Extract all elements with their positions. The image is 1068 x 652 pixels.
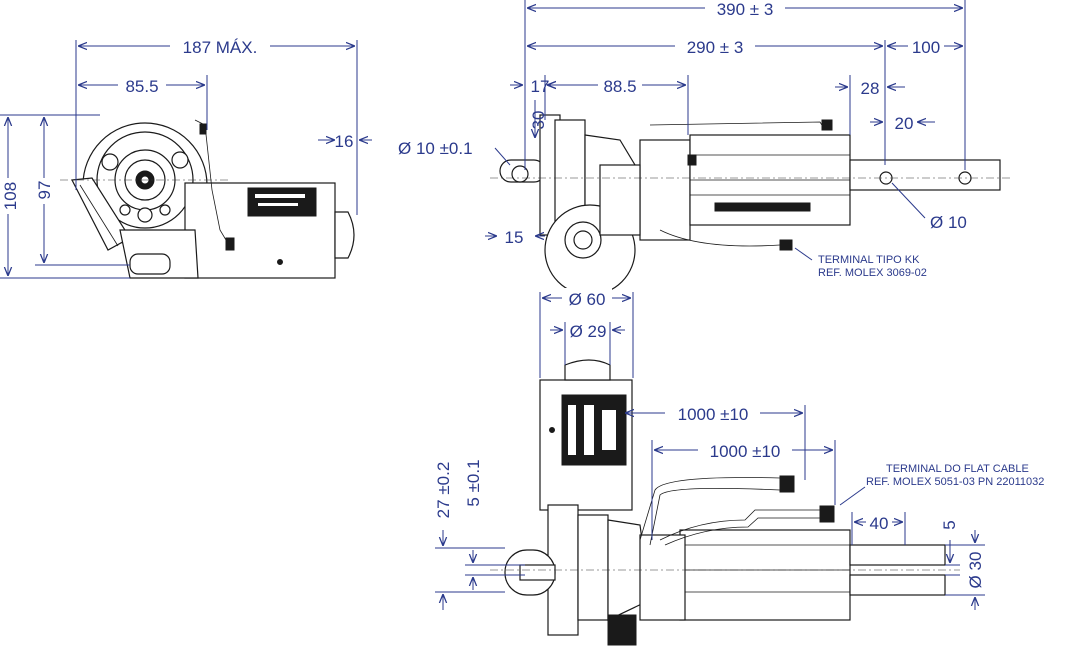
dim-88-5: 88.5 xyxy=(603,77,636,96)
dim-phi10: Ø 10 xyxy=(930,213,967,232)
dim-40: 40 xyxy=(870,514,889,533)
side-view-left xyxy=(60,119,355,279)
dim-phi30: Ø 30 xyxy=(966,552,985,589)
dim-97: 97 xyxy=(35,181,54,200)
bottom-view xyxy=(490,359,960,646)
left-dimensions: 187 MÁX. 85.5 108 97 16 xyxy=(0,35,372,279)
dim-100: 100 xyxy=(912,38,940,57)
dim-30-top: 30 xyxy=(529,111,548,130)
top-view xyxy=(490,114,1010,296)
note-terminal-flat-1: TERMINAL DO FLAT CABLE xyxy=(886,463,1029,475)
note-terminal-flat-2: REF. MOLEX 5051-03 PN 22011032 xyxy=(866,476,1044,488)
dim-17: 17 xyxy=(531,77,550,96)
dim-1000-b: 1000 ±10 xyxy=(710,442,781,461)
dim-187: 187 MÁX. xyxy=(183,38,258,57)
dim-5: 5 xyxy=(940,520,959,529)
note-terminal-kk-2: REF. MOLEX 3069-02 xyxy=(818,267,927,279)
dim-85-5: 85.5 xyxy=(125,77,158,96)
dim-20: 20 xyxy=(895,114,914,133)
top-dimensions: 390 ± 3 290 ± 3 100 17 88.5 28 30 20 Ø 1… xyxy=(398,0,967,279)
dim-phi29: Ø 29 xyxy=(570,322,607,341)
dim-phi10-tol: Ø 10 ±0.1 xyxy=(398,139,473,158)
bottom-dimensions: Ø 60 Ø 29 1000 ±10 1000 ±10 TERMINAL DO … xyxy=(434,288,1044,610)
dim-27: 27 ±0.2 xyxy=(434,462,453,519)
dim-28: 28 xyxy=(861,79,880,98)
dim-108: 108 xyxy=(1,182,20,210)
note-terminal-kk-1: TERMINAL TIPO KK xyxy=(818,254,920,266)
dim-5-tol: 5 ±0.1 xyxy=(464,459,483,506)
dim-390: 390 ± 3 xyxy=(717,0,774,19)
dim-1000-a: 1000 ±10 xyxy=(678,405,749,424)
dim-290: 290 ± 3 xyxy=(687,38,744,57)
dim-16: 16 xyxy=(335,132,354,151)
dim-phi60: Ø 60 xyxy=(569,290,606,309)
dim-15: 15 xyxy=(505,228,524,247)
